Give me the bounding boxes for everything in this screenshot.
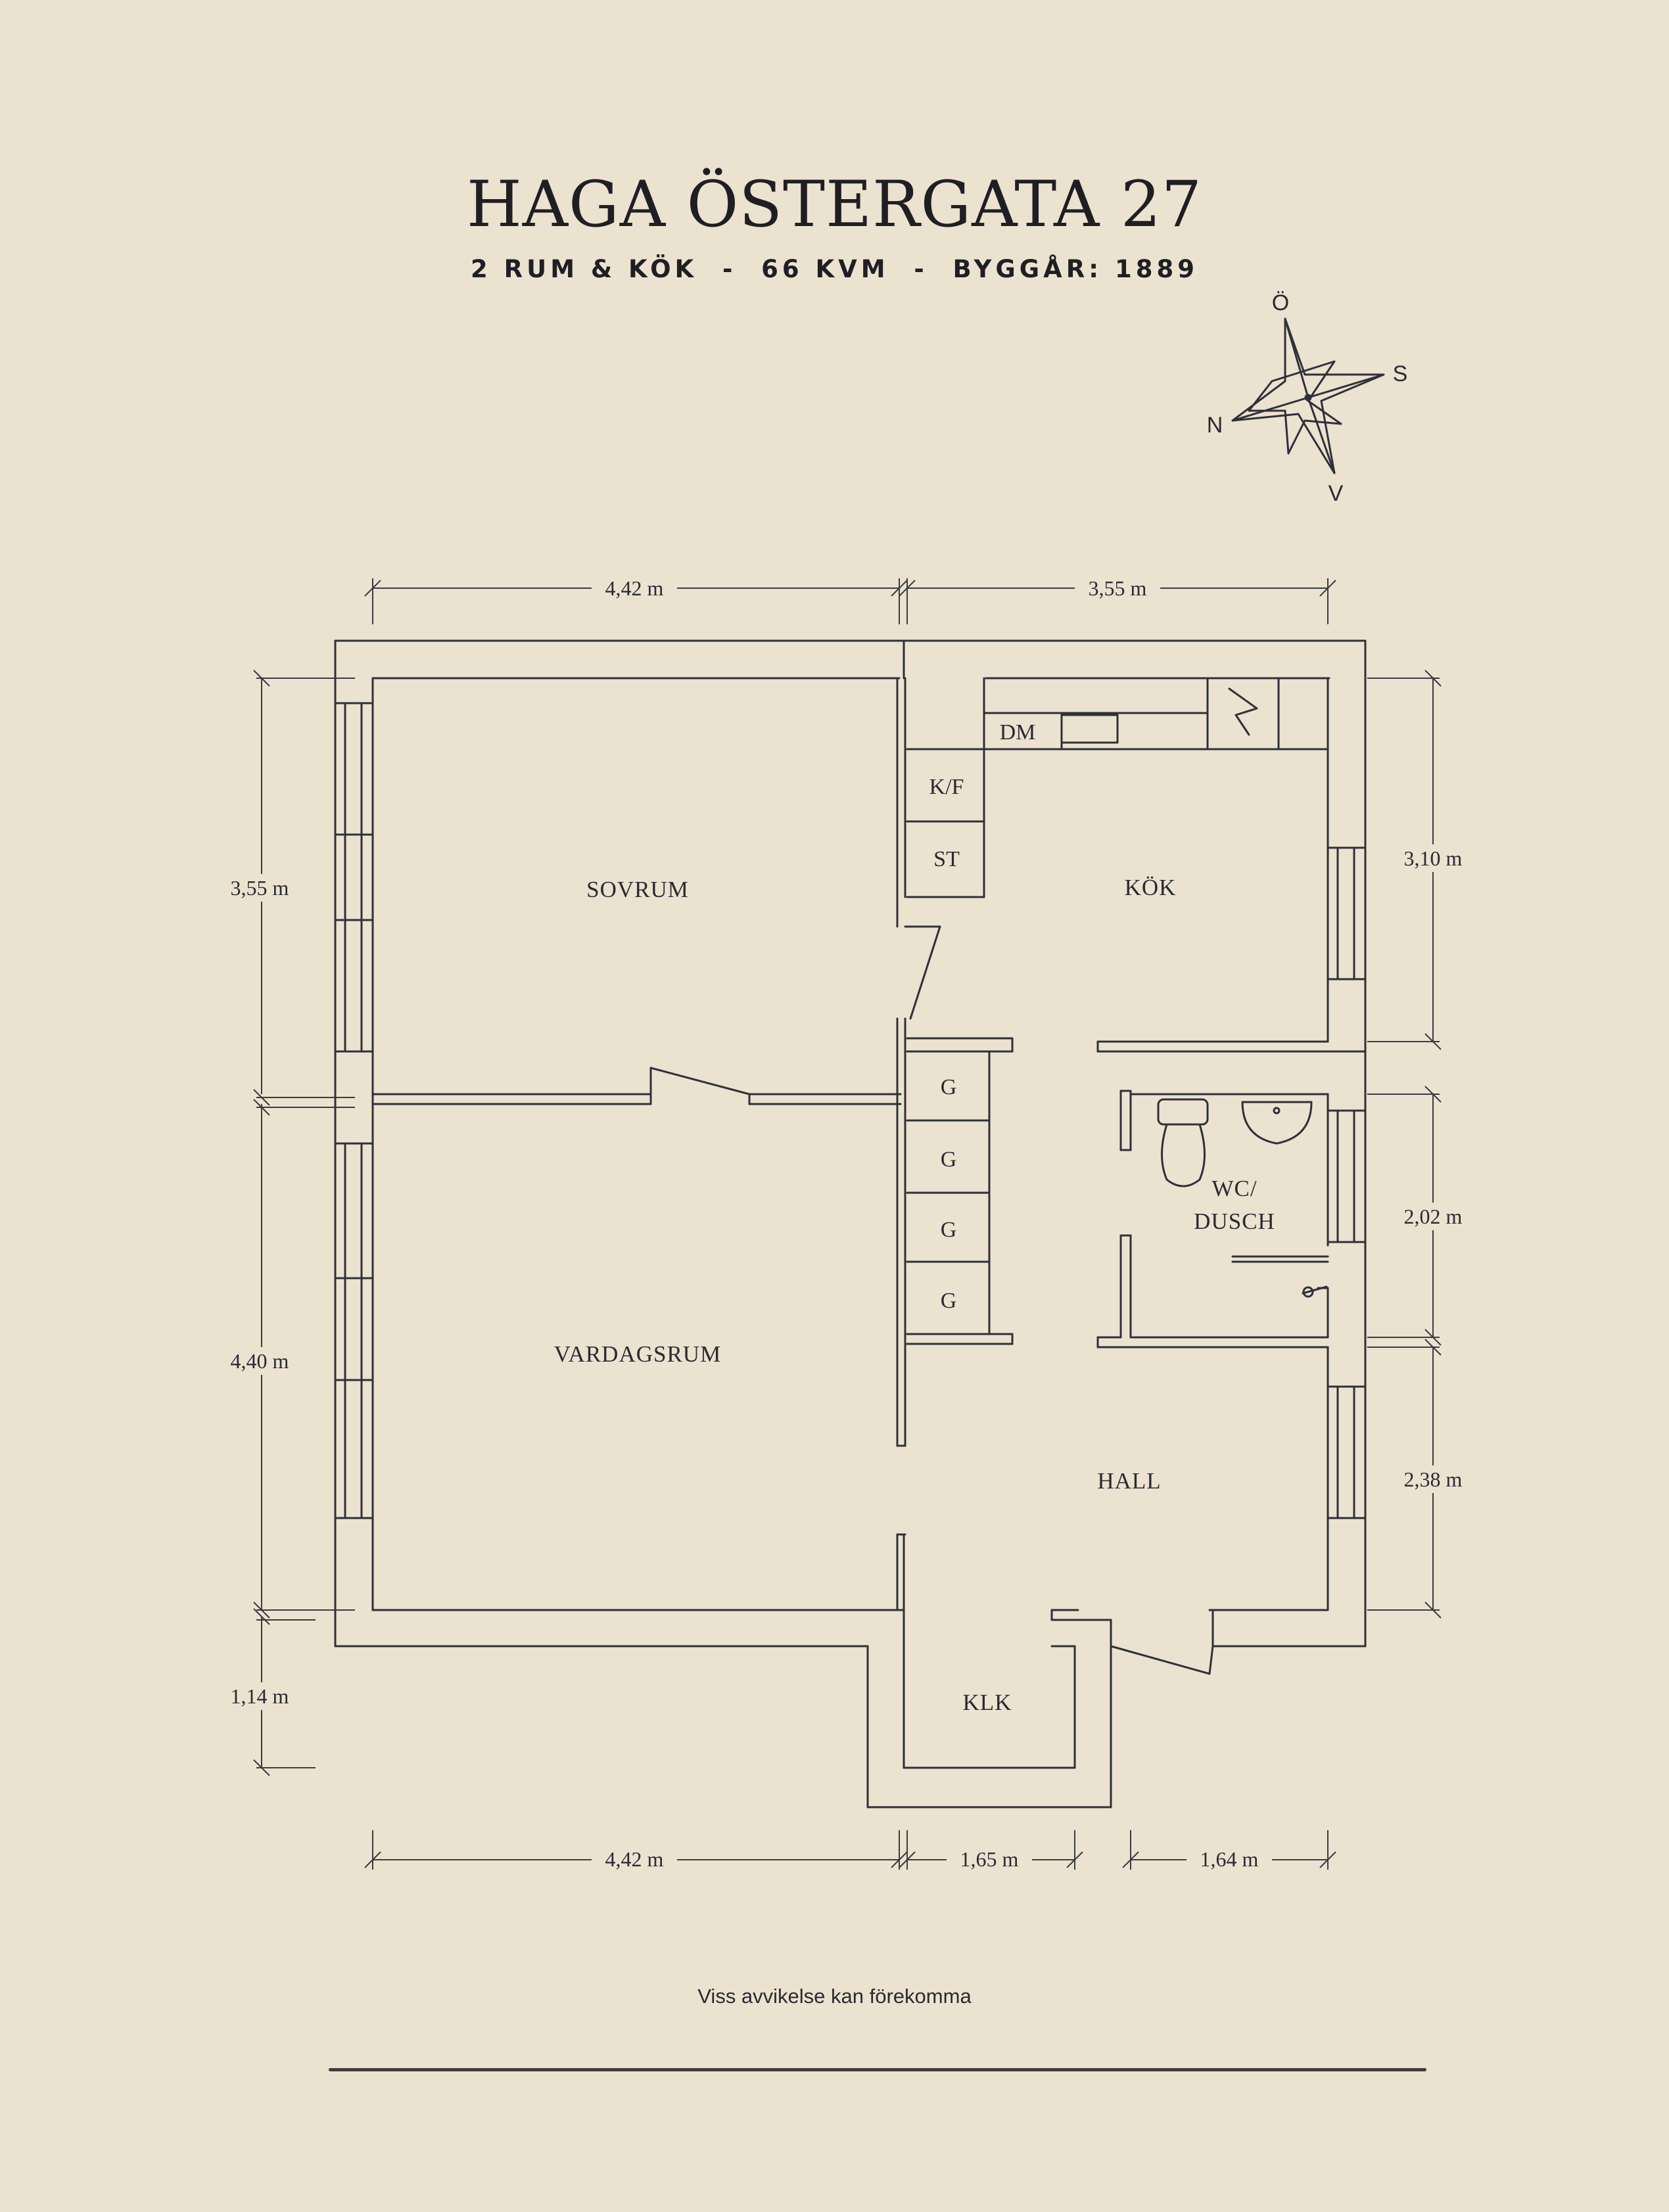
fixture-label-st: ST bbox=[933, 847, 960, 871]
dimension-bottom-right: 1,64 m bbox=[1200, 1847, 1259, 1871]
room-label-vardagsrum: VARDAGSRUM bbox=[554, 1341, 721, 1367]
footer-rule bbox=[329, 2068, 1426, 2071]
dimension-labels: 4,42 m 3,55 m 3,55 m 4,40 m 1,14 m 3,10 … bbox=[217, 573, 1476, 1873]
compass-label-north: Ö bbox=[1272, 290, 1289, 315]
fixture-label-kf: K/F bbox=[929, 775, 964, 799]
dimension-bottom-left: 4,42 m bbox=[605, 1847, 664, 1871]
fixture-label-g: G bbox=[941, 1147, 957, 1172]
fixture-label-dm: DM bbox=[1000, 720, 1036, 745]
floor-plan-walls bbox=[334, 639, 1367, 1809]
fixture-label-g: G bbox=[941, 1218, 957, 1242]
room-label-klk: KLK bbox=[963, 1690, 1012, 1715]
page-subtitle: 2 RUM & KÖK - 66 KVM - BYGGÅR: 1889 bbox=[471, 255, 1198, 283]
compass-label-east: S bbox=[1393, 361, 1408, 386]
fixture-label-g: G bbox=[941, 1075, 957, 1099]
room-label-hall: HALL bbox=[1097, 1468, 1161, 1494]
room-label-sovrum: SOVRUM bbox=[586, 877, 689, 902]
dimension-top-left: 4,42 m bbox=[605, 576, 664, 600]
room-label-kok: KÖK bbox=[1125, 875, 1177, 900]
room-label-wc: WC/ bbox=[1211, 1176, 1257, 1201]
disclaimer-text: Viss avvikelse kan förekomma bbox=[697, 1985, 972, 2008]
compass-label-south: V bbox=[1328, 481, 1344, 506]
fixture-label-g: G bbox=[941, 1289, 957, 1313]
dimension-right-middle: 2,02 m bbox=[1404, 1205, 1463, 1228]
dimension-top-right: 3,55 m bbox=[1089, 576, 1147, 600]
compass-label-west: N bbox=[1207, 413, 1223, 438]
dimension-left-lower: 4,40 m bbox=[231, 1349, 289, 1373]
dimension-left-upper: 3,55 m bbox=[231, 876, 289, 900]
compass-icon bbox=[1231, 317, 1385, 474]
dimension-right-lower: 2,38 m bbox=[1404, 1467, 1463, 1491]
dimension-left-bottom: 1,14 m bbox=[231, 1684, 289, 1708]
dimension-right-upper: 3,10 m bbox=[1404, 846, 1463, 870]
page-title: HAGA ÖSTERGATA 27 bbox=[467, 168, 1202, 241]
room-label-dusch: DUSCH bbox=[1194, 1209, 1275, 1234]
dimension-bottom-middle: 1,65 m bbox=[960, 1847, 1019, 1871]
